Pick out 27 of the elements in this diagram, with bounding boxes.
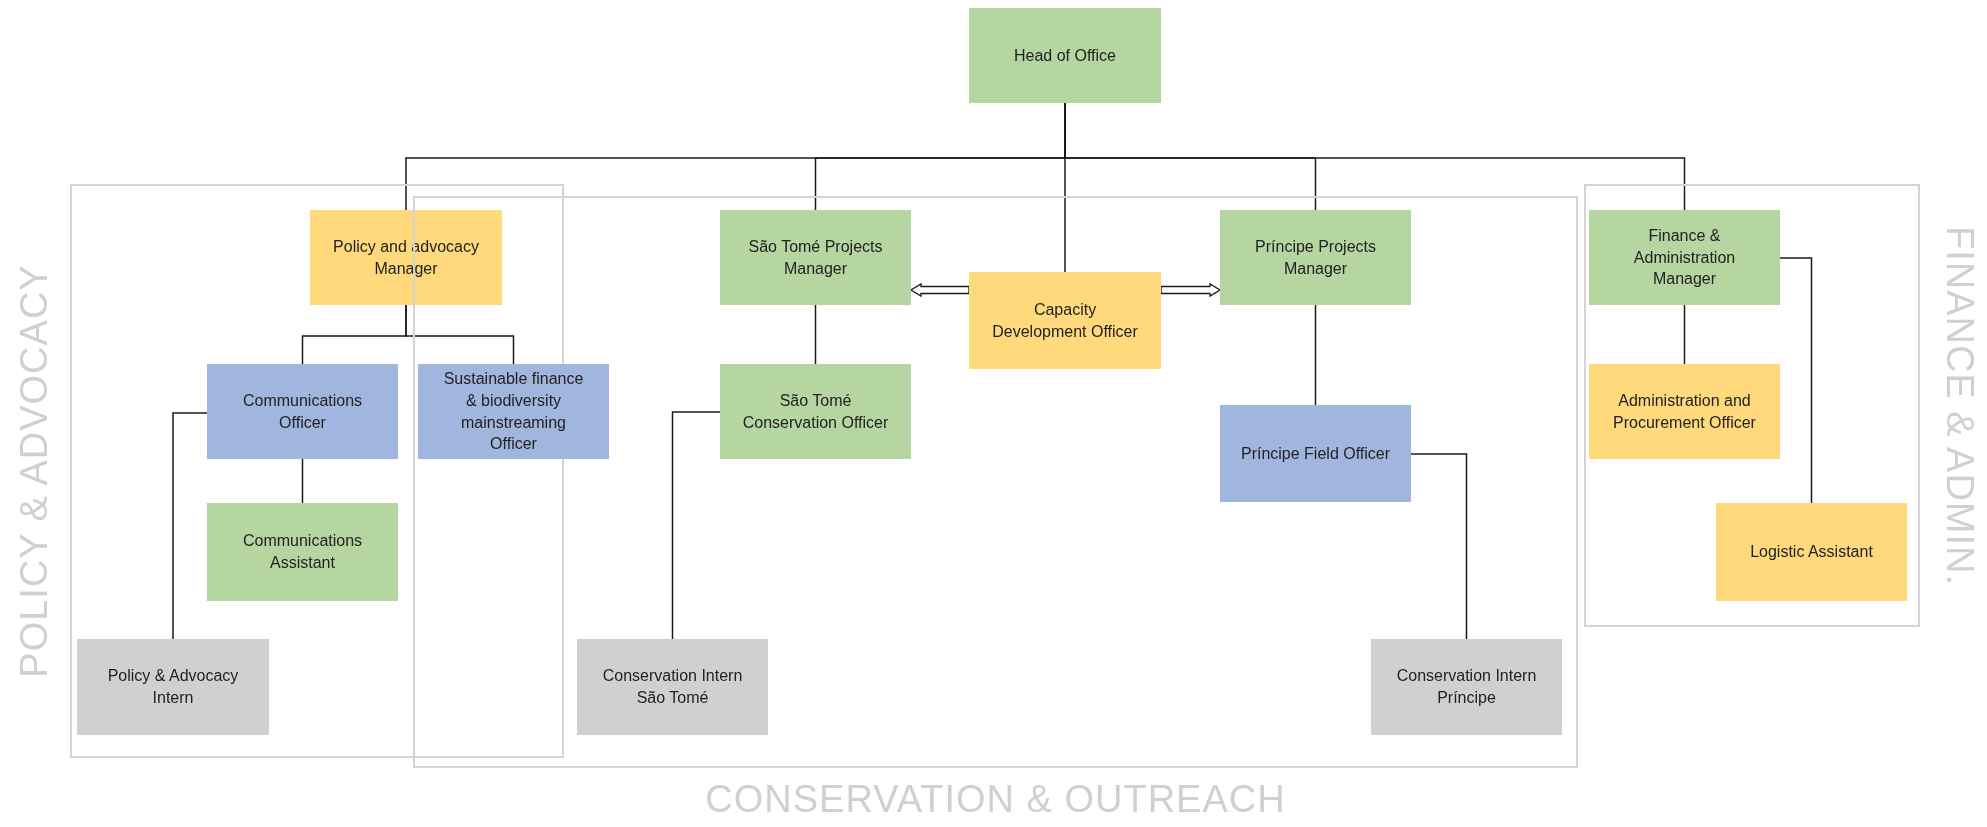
connector-line	[301, 458, 304, 504]
role-box: Communications Officer	[207, 364, 398, 459]
block-arrow	[909, 282, 970, 298]
role-box: São Tomé Conservation Officer	[720, 364, 911, 459]
role-box: Conservation Intern Príncipe	[1371, 639, 1562, 735]
role-box: Policy and advocacy Manager	[310, 210, 502, 305]
role-box: Communications Assistant	[207, 503, 398, 601]
role-box: Administration and Procurement Officer	[1589, 364, 1780, 459]
role-box: Conservation Intern São Tomé	[577, 639, 768, 735]
connector-line	[1779, 257, 1813, 504]
connector-line	[671, 411, 721, 640]
connector-line	[1683, 304, 1686, 365]
role-box: Policy & Advocacy Intern	[77, 639, 269, 735]
role-box: Príncipe Field Officer	[1220, 405, 1411, 502]
block-arrow	[1160, 282, 1222, 298]
connector-line	[1314, 304, 1317, 406]
connector-line	[172, 412, 208, 640]
role-box: Capacity Development Officer	[969, 272, 1161, 369]
role-box: Sustainable finance & biodiversity mainstreaming Officer	[418, 364, 609, 459]
connector-line	[1410, 453, 1468, 640]
role-box: Príncipe Projects Manager	[1220, 210, 1411, 305]
role-box: Logistic Assistant	[1716, 503, 1907, 601]
connector-line	[405, 304, 515, 365]
role-box: Finance & Administration Manager	[1589, 210, 1780, 305]
role-box: Head of Office	[969, 8, 1161, 103]
connector-line	[814, 304, 817, 365]
role-box: São Tomé Projects Manager	[720, 210, 911, 305]
